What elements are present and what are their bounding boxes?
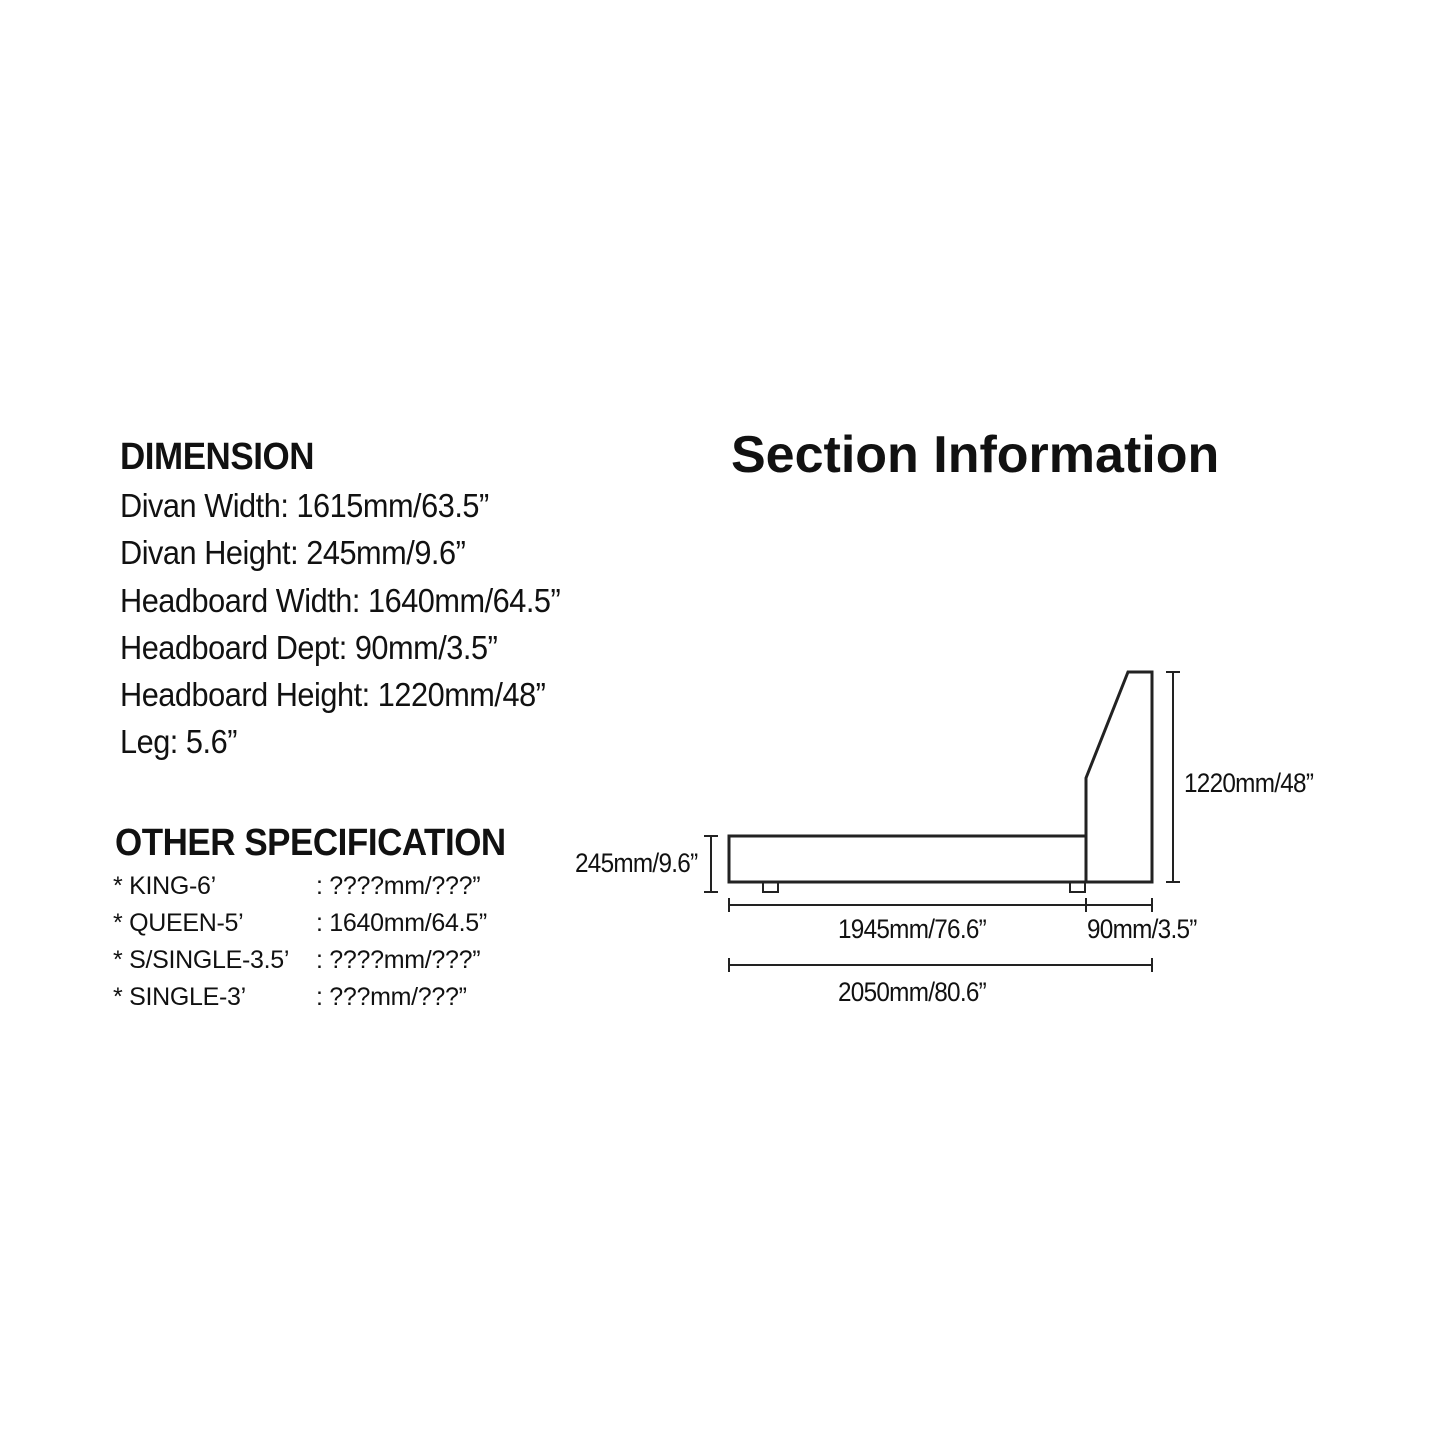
dimension-headboard-width: Headboard Width: 1640mm/64.5” <box>120 582 561 619</box>
spec-size-label: * QUEEN-5’ <box>113 909 244 937</box>
headboard-height-label: 1220mm/48” <box>1184 768 1314 798</box>
spec-size-label: * S/SINGLE-3.5’ <box>113 946 290 974</box>
spec-size-value: : 1640mm/64.5” <box>316 909 487 937</box>
other-specification-heading: OTHER SPECIFICATION <box>115 822 506 864</box>
spec-size-label: * KING-6’ <box>113 872 216 900</box>
spec-row-queen: * QUEEN-5’ : 1640mm/64.5” <box>113 909 543 939</box>
dimension-heading: DIMENSION <box>120 436 314 478</box>
divan-outline <box>727 834 1088 884</box>
spec-row-single: * SINGLE-3’ : ???mm/???” <box>113 983 543 1013</box>
spec-size-value: : ???mm/???” <box>316 983 467 1011</box>
total-length-label: 2050mm/80.6” <box>838 977 987 1007</box>
divan-height-label: 245mm/9.6” <box>575 848 698 878</box>
spec-row-super-single: * S/SINGLE-3.5’ : ????mm/???” <box>113 946 543 976</box>
front-leg <box>762 881 779 893</box>
headboard-outline <box>1084 670 1154 884</box>
spec-row-king: * KING-6’ : ????mm/???” <box>113 872 543 902</box>
section-information-title: Section Information <box>731 426 1220 484</box>
dimension-leg: Leg: 5.6” <box>120 723 237 760</box>
rear-leg <box>1069 881 1086 893</box>
spec-size-value: : ????mm/???” <box>316 946 481 974</box>
spec-size-value: : ????mm/???” <box>316 872 481 900</box>
headboard-depth-label: 90mm/3.5” <box>1087 914 1197 944</box>
dimension-divan-width: Divan Width: 1615mm/63.5” <box>120 487 489 524</box>
divan-length-label: 1945mm/76.6” <box>838 914 987 944</box>
dimension-divan-height: Divan Height: 245mm/9.6” <box>120 534 466 571</box>
spec-size-label: * SINGLE-3’ <box>113 983 246 1011</box>
dimension-headboard-depth: Headboard Dept: 90mm/3.5” <box>120 629 498 666</box>
dimension-headboard-height: Headboard Height: 1220mm/48” <box>120 676 546 713</box>
